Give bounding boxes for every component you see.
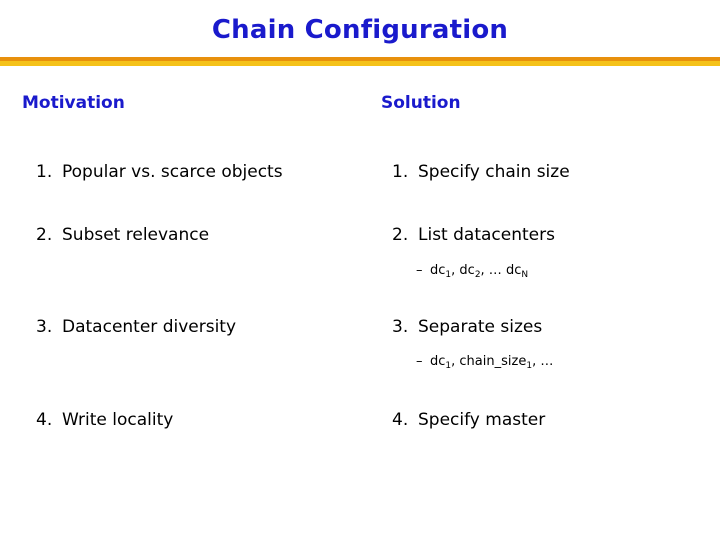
list-item: 3. Datacenter diversity (36, 316, 236, 338)
list-item-number: 4. (392, 410, 409, 430)
list-item-number: 3. (392, 317, 409, 337)
motivation-column: Motivation 1.Popular vs. scarce objects … (22, 92, 372, 430)
list-item: 1. Specify chain size (392, 161, 570, 183)
motivation-column-header: Motivation (22, 93, 125, 113)
solution-column: Solution 1. Specify chain size 2. List dat… (381, 92, 711, 430)
list-item-label: Datacenter diversity (62, 317, 237, 337)
list-item-number: 2. (392, 225, 409, 245)
list-item: 2. List datacenters (392, 224, 555, 246)
list-item-label: Write locality (62, 410, 174, 430)
sub-list-item-label: dc1, chain_size1, … (430, 354, 554, 371)
list-item: 2. Subset relevance (36, 224, 209, 246)
sub-bullet-dash: – (416, 263, 423, 278)
title-divider (0, 57, 720, 66)
list-item-label: List datacenters (418, 225, 555, 245)
list-item: 4. Specify master (392, 409, 545, 431)
list-item-number: 1. (392, 162, 409, 182)
list-item-label: Subset relevance (62, 225, 210, 245)
divider-bar-orange (0, 57, 720, 61)
list-item-label: Specify master (418, 410, 546, 430)
list-item-number: 3. (36, 317, 53, 337)
list-item-label: Separate sizes (418, 317, 543, 337)
list-item: 3. Separate sizes (392, 316, 542, 338)
solution-column-header: Solution (381, 93, 461, 113)
page-title: Chain Configuration (211, 15, 509, 45)
sub-bullet-dash: – (416, 354, 423, 369)
list-item: 4. Write locality (36, 409, 173, 431)
sub-list-item: –dc1, chain_size1, … (416, 353, 553, 372)
sub-list-item: –dc1, dc2, … dcN (416, 262, 528, 281)
list-item-number: 1. (36, 162, 53, 182)
sub-list-item-label: dc1, dc2, … dcN (430, 263, 529, 280)
list-item-number: 4. (36, 410, 53, 430)
list-item-label: Specify chain size (418, 162, 570, 182)
list-item-number: 2. (36, 225, 53, 245)
list-item-label: Popular vs. scarce objects (62, 162, 283, 182)
divider-bar-yellow (0, 61, 720, 66)
list-item: 1. Popular vs. scarce objects (36, 161, 283, 183)
